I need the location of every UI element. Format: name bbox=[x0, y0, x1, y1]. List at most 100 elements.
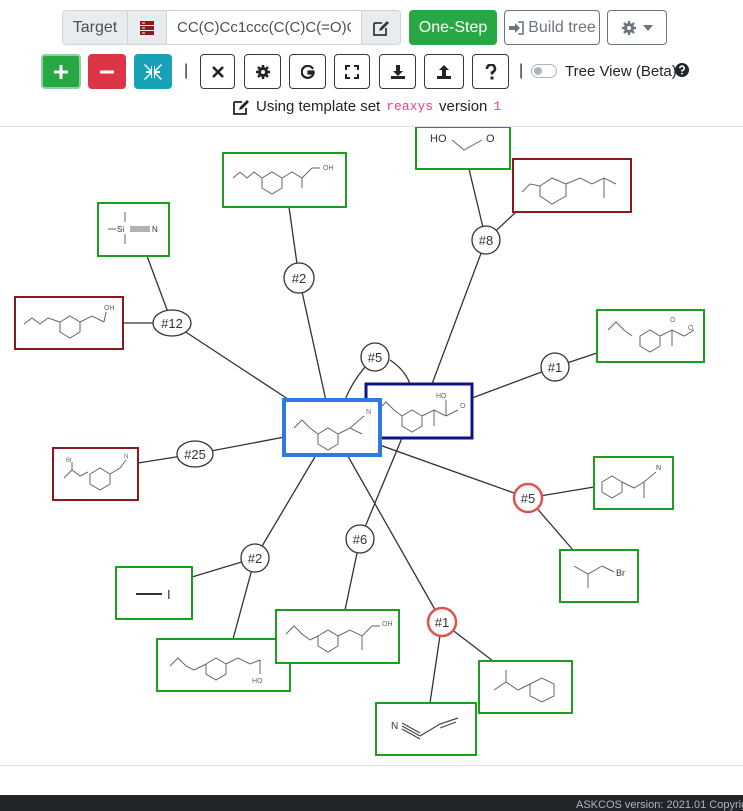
g-icon bbox=[300, 64, 315, 79]
fit-view-button[interactable] bbox=[334, 54, 370, 89]
molecule-atom-label: N bbox=[391, 721, 398, 732]
tree-view-help-icon[interactable] bbox=[675, 63, 689, 82]
gear-icon bbox=[622, 20, 636, 35]
molecule-atom-label: O bbox=[486, 133, 495, 145]
molecule-atom-label: N bbox=[152, 225, 158, 234]
reaction-nodes: #2 #8 #12 #5 #1 #25 #5 #6 #2 #1 bbox=[152, 225, 570, 638]
caret-down-icon bbox=[643, 24, 653, 31]
reaction-label: #5 bbox=[521, 491, 535, 506]
target-label: Target bbox=[63, 11, 128, 44]
template-version-label: version bbox=[439, 98, 488, 115]
help-button[interactable] bbox=[472, 54, 509, 89]
target-molecule-node[interactable]: N bbox=[282, 398, 382, 457]
reaction-node[interactable]: #5 bbox=[360, 342, 390, 372]
cog-icon bbox=[255, 64, 270, 79]
sign-in-icon bbox=[509, 20, 525, 35]
collapse-button[interactable] bbox=[134, 54, 172, 89]
molecule-node[interactable]: Br N bbox=[52, 447, 139, 501]
database-icon bbox=[140, 20, 154, 35]
reaction-node[interactable]: #25 bbox=[176, 440, 214, 468]
download-icon bbox=[390, 64, 405, 79]
footer: ASKCOS version: 2021.01 Copyright bbox=[0, 795, 743, 811]
question-circle-icon bbox=[675, 63, 689, 77]
tree-view-toggle[interactable] bbox=[531, 64, 557, 78]
footer-version-text: ASKCOS version: 2021.01 Copyright bbox=[576, 799, 743, 811]
remove-button[interactable] bbox=[88, 54, 126, 89]
template-version: 1 bbox=[493, 99, 502, 114]
upload-icon bbox=[437, 64, 451, 79]
molecule-node[interactable]: Si N bbox=[97, 202, 170, 257]
molecule-atom-label: N bbox=[124, 454, 128, 460]
graph-settings-button[interactable] bbox=[244, 54, 281, 89]
molecule-atom-label: O bbox=[670, 317, 676, 324]
molecule-atom-label: OH bbox=[323, 165, 334, 172]
toggle-knob bbox=[534, 67, 542, 75]
build-tree-label: Build tree bbox=[528, 18, 596, 36]
molecule-atom-label: N bbox=[366, 409, 371, 416]
header-divider bbox=[0, 126, 743, 127]
molecule-atom-label: HO bbox=[252, 678, 263, 685]
reaction-node[interactable]: #2 bbox=[283, 262, 315, 294]
molecule-atom-label: N bbox=[656, 465, 661, 472]
question-icon bbox=[485, 63, 496, 79]
plus-icon bbox=[54, 64, 68, 79]
molecule-atom-label: O bbox=[460, 403, 466, 410]
molecule-node[interactable] bbox=[478, 660, 573, 714]
minus-icon bbox=[100, 70, 114, 73]
molecule-node[interactable]: Br bbox=[559, 549, 639, 603]
expand-icon bbox=[345, 64, 359, 79]
molecule-node[interactable]: OH bbox=[222, 152, 347, 208]
build-tree-button[interactable]: Build tree bbox=[504, 10, 600, 45]
graph-bottom-divider bbox=[0, 765, 743, 766]
molecule-atom-label: HO bbox=[436, 393, 447, 400]
close-icon bbox=[211, 65, 224, 78]
edit-icon bbox=[233, 99, 249, 115]
reaction-network-graph[interactable]: OH HO O Si N OH bbox=[0, 127, 743, 765]
google-icon-button[interactable] bbox=[289, 54, 326, 89]
toolbar-divider-2: | bbox=[519, 62, 524, 79]
molecule-node[interactable]: HO bbox=[156, 638, 291, 692]
reaction-node[interactable]: #6 bbox=[345, 524, 375, 554]
reaction-node[interactable]: #1 bbox=[540, 352, 570, 382]
reaction-label: #2 bbox=[248, 551, 262, 566]
settings-dropdown-button[interactable] bbox=[607, 10, 667, 45]
reaction-node[interactable]: #12 bbox=[152, 309, 192, 337]
molecule-atom-label: OH bbox=[382, 621, 393, 628]
target-input-group: Target bbox=[62, 10, 401, 45]
reaction-node[interactable]: #1 bbox=[426, 606, 458, 638]
molecule-node[interactable]: OH bbox=[275, 609, 400, 664]
reaction-label: #2 bbox=[292, 271, 306, 286]
reaction-label: #1 bbox=[435, 615, 449, 630]
reaction-node[interactable]: #2 bbox=[240, 543, 270, 573]
molecule-atom-label: O bbox=[688, 325, 694, 332]
download-button[interactable] bbox=[379, 54, 416, 89]
molecule-node[interactable]: N bbox=[375, 702, 477, 756]
smiles-input[interactable] bbox=[167, 11, 361, 44]
tree-view-label: Tree View (Beta) bbox=[565, 63, 677, 80]
reaction-node[interactable]: #5 bbox=[512, 482, 544, 514]
molecule-atom-label: Si bbox=[117, 225, 124, 234]
template-info: Using template set reaxys version 1 bbox=[232, 98, 501, 115]
template-set-name: reaxys bbox=[386, 99, 434, 114]
upload-button[interactable] bbox=[424, 54, 464, 89]
reaction-label: #12 bbox=[161, 316, 183, 331]
add-button[interactable] bbox=[41, 54, 81, 89]
molecule-atom-label: Br bbox=[616, 568, 625, 578]
reaction-label: #6 bbox=[353, 532, 367, 547]
one-step-button[interactable]: One-Step bbox=[409, 10, 497, 45]
molecule-node[interactable] bbox=[512, 158, 632, 213]
reaction-label: #5 bbox=[368, 350, 382, 365]
reaction-node[interactable]: #8 bbox=[471, 225, 501, 255]
compress-icon bbox=[144, 63, 162, 80]
molecule-node[interactable]: OH bbox=[14, 296, 124, 350]
molecule-node[interactable]: HO O bbox=[415, 127, 511, 170]
database-icon-button[interactable] bbox=[128, 11, 167, 44]
molecule-node[interactable]: O O bbox=[596, 309, 705, 363]
molecule-node[interactable]: I bbox=[115, 566, 193, 620]
molecule-atom-label: OH bbox=[104, 305, 115, 312]
molecule-atom-label: I bbox=[167, 587, 171, 602]
molecule-node[interactable]: N bbox=[593, 456, 674, 510]
edit-target-button[interactable] bbox=[361, 11, 400, 44]
clear-button[interactable] bbox=[200, 54, 235, 89]
molecule-atom-label: Br bbox=[66, 458, 72, 464]
